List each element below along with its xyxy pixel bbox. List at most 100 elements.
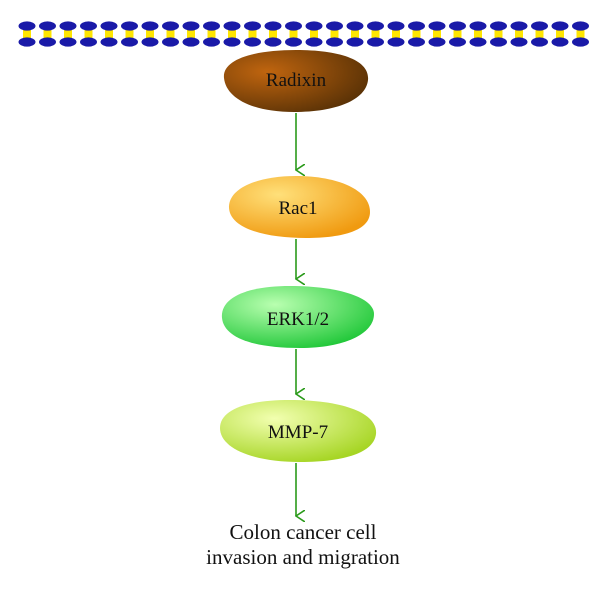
- lipid-head: [285, 37, 302, 47]
- lipid-head: [162, 37, 179, 47]
- lipid-tail: [64, 28, 72, 40]
- outcome-line-1: Colon cancer cell: [230, 520, 377, 544]
- lipid-head: [572, 21, 589, 31]
- lipid-head: [408, 21, 425, 31]
- lipid-head: [264, 37, 282, 47]
- lipid-tail: [310, 28, 318, 40]
- lipid-head: [305, 37, 323, 47]
- lipid-tail: [23, 28, 31, 40]
- lipid-head: [305, 21, 323, 31]
- lipid-head: [141, 21, 159, 31]
- lipid-head: [162, 21, 179, 31]
- lipid-head: [80, 21, 97, 31]
- erk-shape: [221, 286, 374, 348]
- lipid-head: [572, 37, 589, 47]
- lipid-head: [531, 37, 548, 47]
- lipid-head: [39, 37, 56, 47]
- radixin-label: Radixin: [266, 70, 327, 91]
- lipid-head: [100, 21, 118, 31]
- lipid-tail: [43, 28, 52, 40]
- lipid-head: [346, 21, 364, 31]
- lipid-head: [449, 37, 466, 47]
- lipid-head: [182, 21, 200, 31]
- lipid-head: [469, 21, 487, 31]
- lipid-head: [428, 37, 446, 47]
- outcome-line-2: invasion and migration: [206, 545, 400, 569]
- lipid-tail: [494, 28, 503, 40]
- lipid-head: [264, 21, 282, 31]
- lipid-tail: [269, 28, 277, 40]
- lipid-tail: [576, 28, 585, 40]
- lipid-head: [285, 21, 302, 31]
- erk-label: ERK1/2: [267, 309, 329, 330]
- lipid-tail: [228, 28, 236, 40]
- lipid-head: [223, 21, 241, 31]
- lipid-tail: [187, 28, 195, 40]
- lipid-head: [18, 21, 36, 31]
- lipid-head: [182, 37, 200, 47]
- lipid-head: [244, 37, 261, 47]
- lipid-head: [203, 21, 220, 31]
- lipid-head: [346, 37, 364, 47]
- lipid-tail: [105, 28, 113, 40]
- lipid-head: [39, 21, 56, 31]
- lipid-head: [490, 37, 507, 47]
- lipid-head: [326, 21, 343, 31]
- erk-node: ERK1/2: [221, 286, 374, 348]
- lipid-head: [510, 21, 528, 31]
- lipid-head: [100, 37, 118, 47]
- lipid-head: [510, 37, 528, 47]
- lipid-tail: [371, 28, 380, 40]
- lipid-head: [121, 37, 138, 47]
- lipid-tail: [556, 28, 564, 40]
- lipid-head: [326, 37, 343, 47]
- lipid-head: [367, 37, 384, 47]
- lipid-head: [408, 37, 425, 47]
- lipid-head: [449, 21, 466, 31]
- lipid-tail: [289, 28, 298, 40]
- lipid-head: [223, 37, 241, 47]
- mmp7-label: MMP-7: [268, 422, 328, 443]
- lipid-tail: [351, 28, 359, 40]
- lipid-head: [18, 37, 36, 47]
- lipid-head: [387, 37, 405, 47]
- lipid-tail: [515, 28, 523, 40]
- lipid-tail: [392, 28, 400, 40]
- lipid-tail: [248, 28, 257, 40]
- mmp7-shape: [220, 400, 377, 462]
- lipid-tail: [84, 28, 93, 40]
- lipid-head: [387, 21, 405, 31]
- cell-membrane: [18, 21, 589, 47]
- lipid-head: [59, 21, 77, 31]
- lipid-tail: [535, 28, 544, 40]
- lipid-tail: [125, 28, 134, 40]
- rac1-node: Rac1: [228, 176, 370, 238]
- rac1-shape: [228, 176, 370, 238]
- lipid-head: [244, 21, 261, 31]
- lipid-head: [80, 37, 97, 47]
- lipid-head: [367, 21, 384, 31]
- radixin-node: Radixin: [223, 50, 369, 112]
- lipid-tail: [330, 28, 339, 40]
- mmp7-node: MMP-7: [220, 400, 377, 462]
- lipid-head: [551, 37, 569, 47]
- lipid-tail: [474, 28, 482, 40]
- lipid-tail: [166, 28, 175, 40]
- lipid-tail: [412, 28, 421, 40]
- lipid-head: [469, 37, 487, 47]
- lipid-tail: [146, 28, 154, 40]
- lipid-head: [121, 21, 138, 31]
- rac1-label: Rac1: [278, 198, 317, 219]
- lipid-tail: [207, 28, 216, 40]
- lipid-tail: [453, 28, 462, 40]
- lipid-tail: [433, 28, 441, 40]
- lipid-head: [203, 37, 220, 47]
- lipid-head: [551, 21, 569, 31]
- lipid-head: [59, 37, 77, 47]
- radixin-shape: [223, 50, 369, 112]
- lipid-head: [531, 21, 548, 31]
- lipid-head: [428, 21, 446, 31]
- lipid-head: [490, 21, 507, 31]
- lipid-head: [141, 37, 159, 47]
